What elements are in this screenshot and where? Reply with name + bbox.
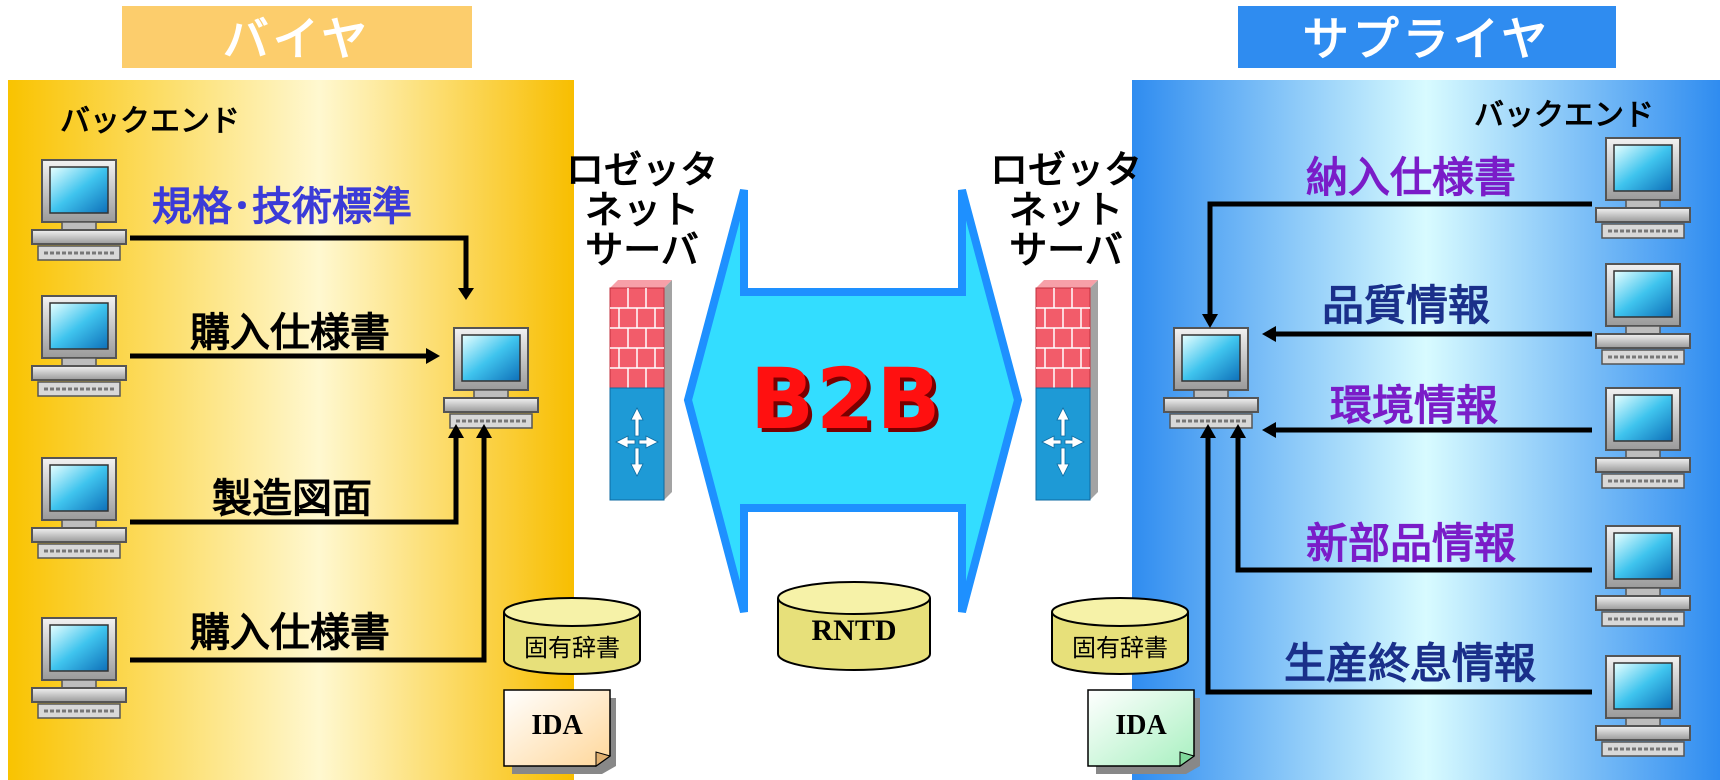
supplier-server-line-1: ロゼッタ [989,148,1142,192]
supplier-doc-new-parts: 新部品情報 [1306,519,1517,568]
buyer-pc-4[interactable] [30,616,128,720]
buyer-title-bg [122,6,472,68]
supplier-flow-lines [1205,201,1592,695]
buyer-title: バイヤ [222,12,372,66]
buyer-pc-2[interactable] [30,294,128,398]
buyer-server-label: ロゼッタ ネット サーバ [562,150,722,270]
buyer-firewall-icon [609,279,673,501]
buyer-pc-1[interactable] [30,158,128,262]
b2b-label: B2B [750,350,943,448]
supplier-pc-5[interactable] [1594,654,1692,758]
supplier-pc-4[interactable] [1594,524,1692,628]
supplier-server-line-2: ネット [1008,188,1123,232]
supplier-server-line-3: サーバ [1009,228,1123,272]
supplier-title: サプライヤ [1302,12,1552,66]
buyer-backend-caption: バックエンド [60,104,240,139]
supplier-dictionary-icon [1051,597,1189,675]
supplier-doc-quality: 品質情報 [1322,281,1491,330]
b2b-double-arrow [683,188,1023,614]
supplier-backend-caption: バックエンド [1474,98,1654,133]
buyer-pc-3[interactable] [30,456,128,560]
buyer-doc-standards: 規格･技術標準 [152,184,412,230]
supplier-backend-pc[interactable] [1162,326,1260,430]
supplier-arrowheads [1200,314,1276,438]
supplier-title-bg [1238,6,1616,68]
supplier-pc-1[interactable] [1594,136,1692,240]
supplier-server-label: ロゼッタ ネット サーバ [986,150,1146,270]
supplier-ida-label: IDA [1115,710,1167,741]
buyer-ida-document-icon [503,689,616,774]
buyer-ida-label: IDA [531,710,583,741]
supplier-doc-delivery-spec: 納入仕様書 [1306,153,1517,202]
supplier-pc-3[interactable] [1594,386,1692,490]
buyer-flow-lines [130,235,487,663]
buyer-dictionary-icon [503,597,641,675]
supplier-dictionary-label: 固有辞書 [1072,634,1168,662]
supplier-ida-document-icon [1087,689,1200,774]
supplier-firewall-icon [1035,279,1099,501]
buyer-backend-pc[interactable] [442,326,540,430]
supplier-doc-eol: 生産終息情報 [1284,639,1537,688]
buyer-server-line-2: ネット [584,188,699,232]
rntd-database-icon [777,581,931,671]
supplier-pc-2[interactable] [1594,262,1692,366]
buyer-doc-purchase-spec-1: 購入仕様書 [190,310,390,356]
supplier-doc-environment: 環境情報 [1330,381,1499,430]
buyer-server-line-3: サーバ [585,228,699,272]
rntd-label: RNTD [811,614,897,647]
buyer-dictionary-label: 固有辞書 [524,634,620,662]
buyer-server-line-1: ロゼッタ [565,148,718,192]
buyer-doc-purchase-spec-2: 購入仕様書 [190,610,390,656]
buyer-arrowheads [426,288,492,438]
buyer-doc-drawings: 製造図面 [212,476,372,522]
